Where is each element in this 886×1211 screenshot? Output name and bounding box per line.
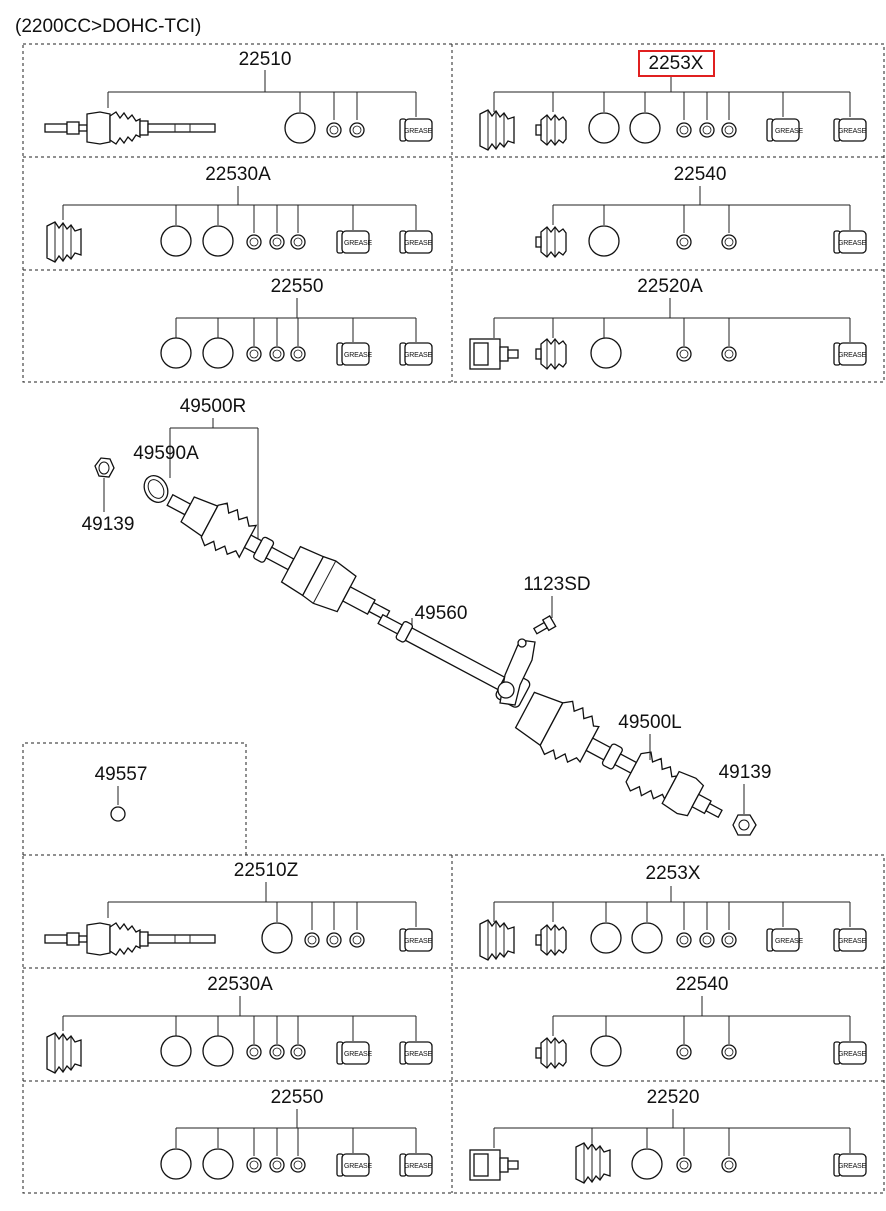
svg-text:GREASE: GREASE (838, 128, 867, 135)
kit-22540-upper[interactable]: 22540 GREASE (535, 164, 867, 258)
svg-text:GREASE: GREASE (404, 240, 433, 247)
part-label: 2253X (646, 863, 701, 884)
svg-text:GREASE: GREASE (404, 352, 433, 359)
svg-text:GREASE: GREASE (344, 1163, 373, 1170)
kit-22510[interactable]: 22510 GREASE (44, 49, 433, 145)
part-label: 22520 (647, 1087, 700, 1108)
part-label: 22550 (271, 1087, 324, 1108)
lower-kit-grid: 22510Z GREASE 2253X GREASE GREASE (22, 854, 885, 1194)
engine-note: (2200CC>DOHC-TCI) (15, 16, 201, 37)
kit-2253x-lower[interactable]: 2253X GREASE GREASE (479, 863, 867, 961)
svg-text:GREASE: GREASE (404, 128, 433, 135)
kit-22530a-upper[interactable]: 22530A GREASE GREASE (46, 164, 433, 263)
kit-22540-lower[interactable]: 22540 GREASE (535, 974, 867, 1069)
svg-text:GREASE: GREASE (838, 240, 867, 247)
part-label: 22530A (207, 974, 273, 995)
svg-text:GREASE: GREASE (775, 938, 804, 945)
label-49500r: 49500R (180, 396, 247, 417)
label-49139-right: 49139 (82, 514, 135, 535)
seal-ring (143, 475, 169, 503)
kit-22510z[interactable]: 22510Z GREASE (44, 860, 433, 956)
part-label: 22530A (205, 164, 271, 185)
svg-text:GREASE: GREASE (404, 938, 433, 945)
bolt-1123sd (532, 615, 557, 635)
svg-text:GREASE: GREASE (838, 1051, 867, 1058)
kit-22520a[interactable]: 22520A GREASE (469, 276, 867, 370)
nut-49139-left (732, 814, 757, 836)
shaft-right (166, 493, 391, 621)
nut-49139-right (94, 457, 115, 512)
label-49560: 49560 (415, 603, 468, 624)
kit-22520[interactable]: 22520 GREASE (469, 1087, 867, 1184)
part-label: 2253X (649, 53, 704, 74)
upper-kit-grid: 22510 GREASE 2253X GREASE GREASE (22, 43, 885, 383)
svg-text:GREASE: GREASE (838, 938, 867, 945)
part-label: 22520A (637, 276, 703, 297)
part-label: 22510Z (234, 860, 299, 881)
svg-text:GREASE: GREASE (775, 128, 804, 135)
svg-text:GREASE: GREASE (404, 1163, 433, 1170)
part-label: 22510 (239, 49, 292, 70)
label-49557: 49557 (95, 764, 148, 785)
svg-text:GREASE: GREASE (404, 1051, 433, 1058)
highlight-box (638, 50, 715, 77)
part-label: 22550 (271, 276, 324, 297)
svg-text:GREASE: GREASE (344, 352, 373, 359)
support-bracket (497, 638, 536, 706)
drive-shaft-assembly: 49500R 49590A 49139 49560 (82, 396, 772, 836)
kit-22530a-lower[interactable]: 22530A GREASE GREASE (46, 974, 433, 1074)
label-49590a: 49590A (133, 443, 199, 464)
part-label: 22540 (676, 974, 729, 995)
ring-49557 (110, 806, 126, 822)
svg-text:GREASE: GREASE (838, 352, 867, 359)
label-1123sd: 1123SD (523, 574, 590, 595)
kit-2253x-upper[interactable]: 2253X GREASE GREASE (479, 50, 867, 151)
shaft-left (514, 691, 723, 819)
part-49557-box: 49557 (22, 742, 247, 855)
label-49139-left: 49139 (719, 762, 772, 783)
kit-22550-lower[interactable]: 22550 GREASE GREASE (160, 1087, 433, 1180)
part-label: 22540 (674, 164, 727, 185)
svg-text:GREASE: GREASE (838, 1163, 867, 1170)
svg-text:GREASE: GREASE (344, 240, 373, 247)
label-49500l: 49500L (618, 712, 681, 733)
kit-22550-upper[interactable]: 22550 GREASE GREASE (160, 276, 433, 369)
svg-text:GREASE: GREASE (344, 1051, 373, 1058)
